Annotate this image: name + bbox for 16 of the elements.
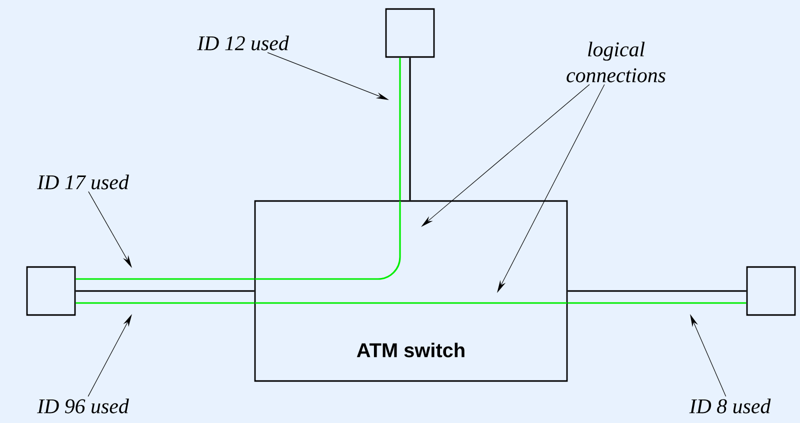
logical-connection	[76, 278, 254, 280]
link-line	[409, 58, 411, 200]
callout-label: logical connections	[566, 42, 666, 82]
terminal-box	[746, 266, 796, 316]
logical-connection	[76, 302, 254, 304]
terminal-box	[26, 266, 76, 316]
link-line	[76, 290, 254, 292]
callout-label: ID 12 used	[197, 36, 289, 50]
callout-label: ID 8 used	[689, 398, 771, 414]
callout-label: ID 17 used	[37, 174, 129, 190]
link-line	[568, 290, 746, 292]
terminal-box	[385, 8, 435, 58]
logical-connection	[399, 58, 401, 200]
logical-connection	[568, 302, 746, 304]
callout-label: ID 96 used	[37, 398, 129, 414]
switch-box: ATM switch	[254, 200, 568, 382]
